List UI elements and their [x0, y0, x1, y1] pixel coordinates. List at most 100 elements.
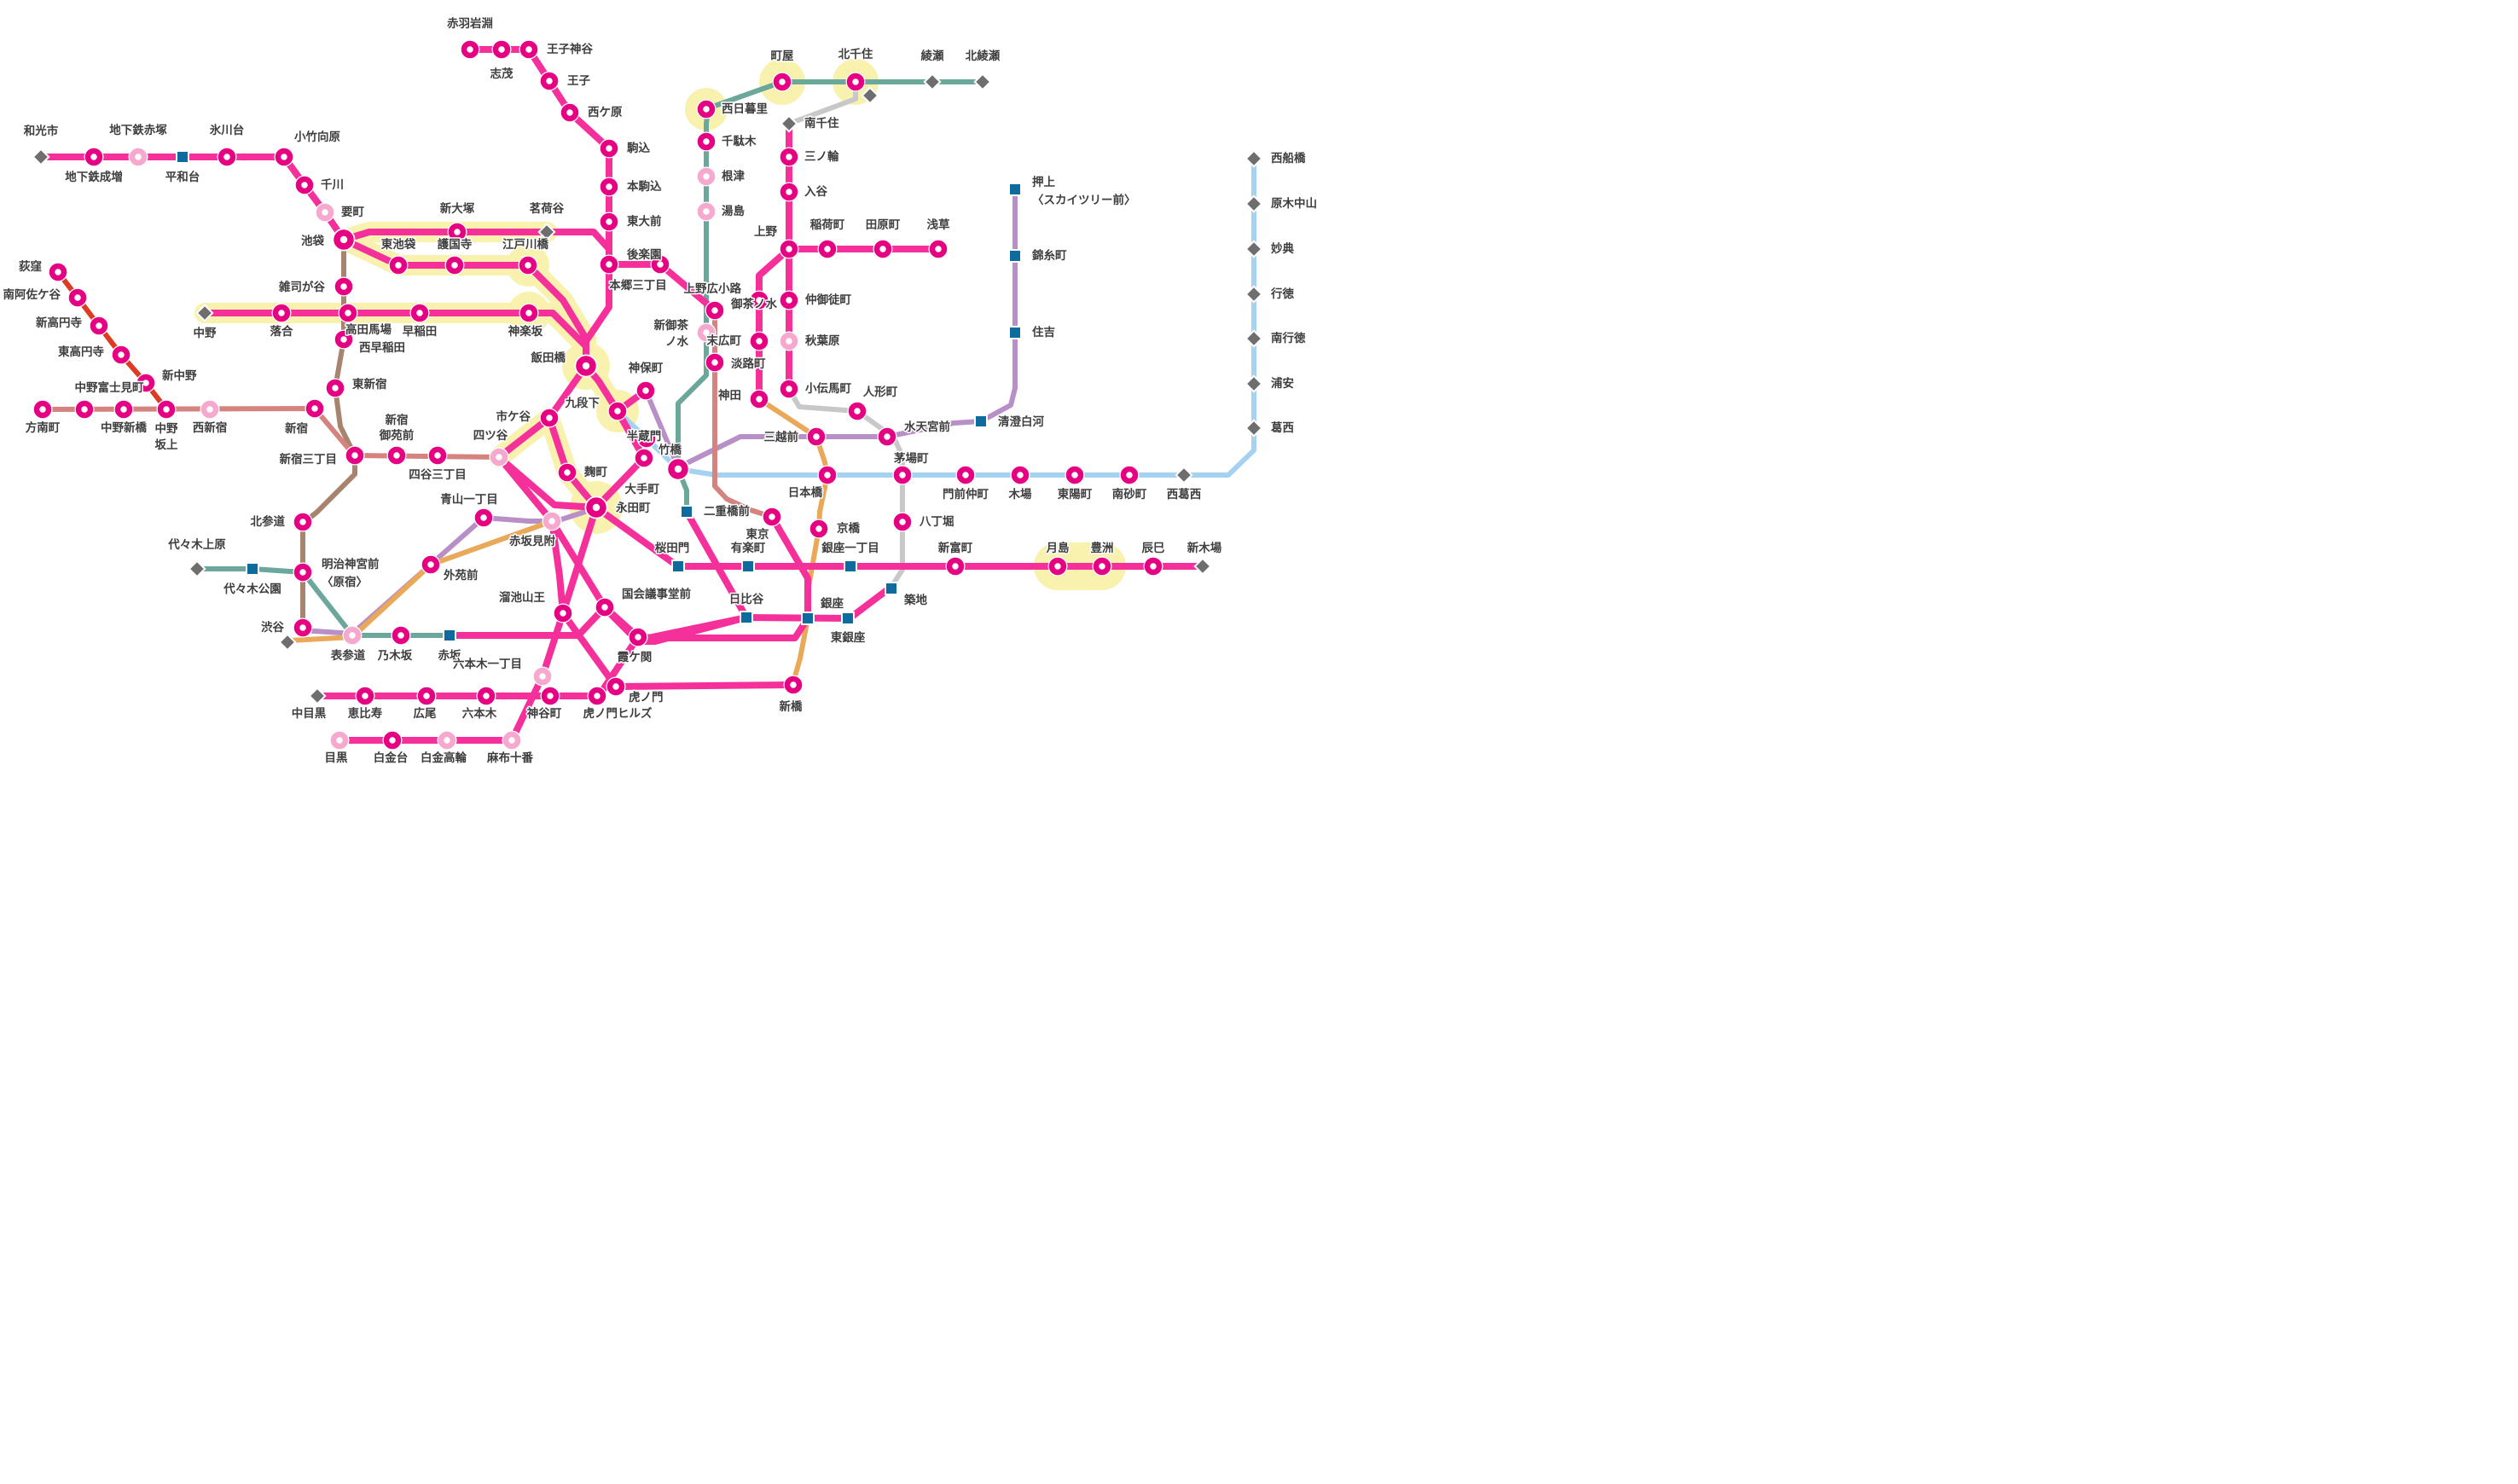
station-label: 〈スカイツリー前〉 — [1032, 193, 1136, 206]
station-node — [600, 255, 618, 274]
station-label: 東陽町 — [1058, 487, 1093, 501]
station-label: 築地 — [903, 593, 928, 606]
station-label: 後楽園 — [627, 247, 662, 261]
station-label: 秋葉原 — [805, 333, 840, 347]
station-node-diamond — [195, 304, 214, 322]
station-node — [33, 400, 52, 419]
station-label: 人形町 — [863, 385, 898, 398]
station-node — [606, 677, 625, 696]
station-node-square — [680, 505, 693, 519]
station-node — [1120, 466, 1139, 484]
metro-line-chiyoda-pink-mid — [446, 508, 750, 645]
station-node — [600, 177, 618, 196]
station-node — [878, 427, 896, 446]
station-label: 新宿 — [285, 421, 308, 435]
station-label: 水天宮前 — [904, 420, 950, 433]
station-node-square — [671, 559, 685, 573]
station-label: 銀座 — [821, 596, 844, 610]
metro-line-hanzomon-purple-east — [643, 187, 1018, 470]
station-label: 北千住 — [838, 47, 873, 61]
station-node — [576, 356, 596, 376]
station-node — [818, 466, 837, 484]
station-node — [356, 687, 374, 705]
station-node — [68, 288, 87, 307]
station-label: 坂上 — [155, 438, 178, 451]
station-node — [809, 519, 828, 538]
station-node — [129, 148, 148, 166]
station-node — [1093, 557, 1111, 576]
station-label: 池袋 — [301, 234, 324, 247]
station-label: 新高円寺 — [36, 316, 82, 329]
transfer-diamond-icon — [861, 86, 879, 105]
station-node — [90, 316, 108, 335]
station-label: 広尾 — [414, 706, 437, 720]
station-node — [218, 148, 236, 166]
station-node — [474, 508, 493, 527]
station-node-diamond — [308, 687, 327, 705]
station-label: 本駒込 — [627, 179, 662, 193]
station-label: 東銀座 — [831, 630, 866, 644]
station-node — [780, 240, 798, 258]
station-node — [697, 167, 716, 186]
station-node — [1144, 557, 1163, 576]
station-node-diamond — [188, 559, 206, 578]
station-node — [519, 40, 538, 59]
station-node — [389, 256, 408, 275]
station-label: 新宿 — [386, 413, 409, 426]
station-node — [387, 446, 406, 465]
station-label: 竹橋 — [658, 443, 682, 456]
station-label: 湯島 — [722, 204, 746, 217]
station-node — [588, 687, 606, 705]
station-node — [540, 409, 559, 427]
metro-line-hanzomon-pink-mid — [593, 387, 649, 511]
station-node — [84, 148, 103, 166]
station-node — [697, 202, 716, 221]
station-node-square — [246, 562, 259, 576]
station-label: 神保町 — [629, 361, 664, 374]
station-label: 地下鉄成増 — [65, 170, 123, 183]
station-node — [780, 183, 798, 201]
station-node — [392, 626, 410, 645]
station-node — [75, 400, 94, 419]
station-label: 御苑前 — [379, 428, 415, 442]
station-node — [637, 429, 656, 448]
station-node-diamond — [1244, 374, 1263, 393]
station-label: 南行徳 — [1271, 331, 1306, 345]
station-label: 麹町 — [583, 465, 608, 478]
station-label: 小竹向原 — [294, 130, 340, 143]
station-label: 王子神谷 — [547, 42, 593, 55]
station-node-diamond — [537, 223, 556, 241]
station-label: 四谷三丁目 — [409, 468, 467, 481]
station-label: 豊洲 — [1091, 541, 1114, 554]
station-label: 神谷町 — [527, 706, 562, 720]
station-label: 王子 — [567, 74, 591, 87]
station-label: 要町 — [341, 206, 364, 218]
station-node — [345, 446, 364, 465]
station-node — [697, 100, 716, 119]
station-node — [750, 390, 769, 409]
station-label: 白金高輪 — [421, 751, 467, 764]
station-label: 荻窪 — [19, 259, 42, 273]
station-label: 赤羽岩淵 — [447, 16, 493, 30]
station-label: 霞ケ関 — [618, 651, 653, 664]
station-label: 根津 — [722, 169, 746, 183]
station-node — [1065, 466, 1084, 484]
station-label: 平和台 — [165, 170, 200, 183]
station-node — [295, 176, 314, 194]
station-label: 上野広小路 — [684, 281, 742, 295]
station-node — [334, 330, 353, 349]
station-label: ノ水 — [665, 334, 689, 348]
station-label: 中野 — [194, 326, 217, 339]
station-label: 国会議事堂前 — [622, 587, 691, 600]
station-label: 日比谷 — [729, 592, 764, 606]
station-label: 渋谷 — [261, 620, 284, 634]
station-label: 新御茶 — [654, 318, 689, 332]
station-label: 千駄木 — [722, 134, 757, 148]
station-label: 上野 — [754, 225, 778, 238]
station-label: 神楽坂 — [508, 324, 543, 338]
station-label: 市ケ谷 — [496, 409, 531, 423]
station-node — [383, 731, 402, 750]
station-node-square — [176, 150, 189, 164]
station-node — [326, 379, 345, 397]
station-node — [330, 731, 349, 750]
